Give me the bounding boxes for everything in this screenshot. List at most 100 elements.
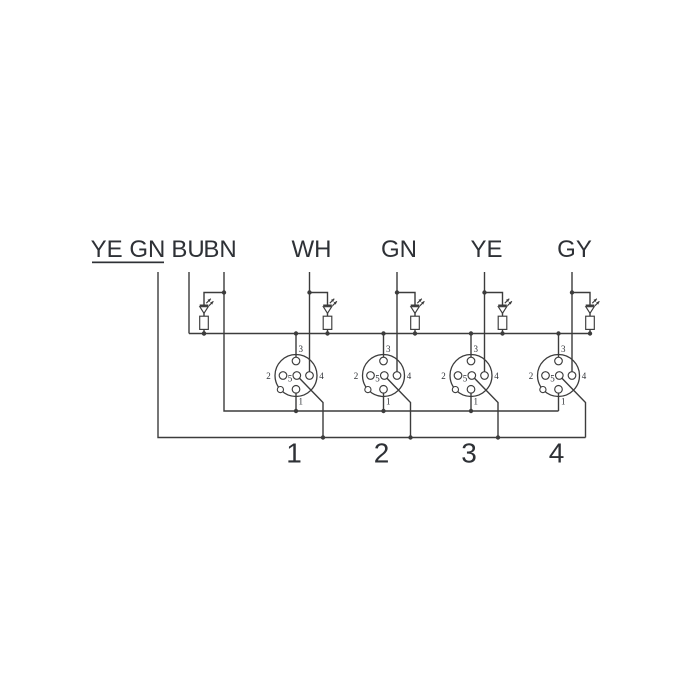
led-arrowhead — [506, 298, 510, 302]
pin-number-label: 2 — [529, 371, 534, 381]
pin-number-label: 4 — [407, 371, 412, 381]
pin-contact-p2 — [278, 371, 288, 380]
connector-keying-notch — [451, 385, 460, 394]
pin-number-label: 3 — [299, 344, 304, 354]
pin-number-label: 1 — [561, 397, 566, 407]
pin-contact-p2 — [366, 371, 375, 380]
junction-dot — [293, 331, 299, 336]
junction-dot — [412, 331, 418, 336]
junction-dot — [556, 331, 561, 336]
pin-contact-p4 — [305, 371, 314, 380]
pin-contact-p3 — [291, 356, 301, 366]
port-number: 4 — [549, 438, 565, 469]
pin-contact-p2 — [453, 371, 463, 380]
led-diode-icon — [322, 306, 333, 315]
wire-color-label: YE — [470, 236, 502, 263]
junction-dot — [587, 331, 593, 336]
wires — [157, 272, 591, 439]
junction-dot — [468, 331, 474, 336]
wire-pin5-pe-port1 — [296, 375, 324, 438]
pin-number-label: 3 — [561, 344, 566, 354]
m12-connector-port-3: 3 1 2 4 5 — [441, 344, 499, 407]
pin-contact-p3 — [554, 356, 563, 366]
junctions — [201, 290, 593, 440]
pin-number-label: 5 — [463, 374, 468, 384]
wire-color-label: WH — [292, 236, 332, 263]
junction-dot — [320, 435, 326, 440]
connector-keying-notch — [539, 385, 547, 394]
wire-yegn-pe — [157, 272, 586, 439]
pin-number-label: 5 — [550, 374, 555, 384]
pin-contact-p5 — [554, 371, 564, 380]
port-number: 2 — [374, 438, 390, 469]
led-arrowhead — [331, 298, 335, 302]
port-number: 1 — [286, 438, 302, 469]
led-arrowhead — [210, 301, 214, 305]
pin-number-label: 4 — [494, 371, 499, 381]
wire-color-label: BU — [171, 236, 204, 263]
pin-contact-p1 — [291, 384, 301, 394]
led-arrowhead — [333, 301, 337, 305]
connector-keying-notch — [276, 385, 285, 394]
junction-dot — [201, 331, 207, 336]
pin-contact-p1 — [466, 384, 476, 394]
led-arrowhead — [418, 298, 422, 302]
wire-bn-pin1-bus — [223, 272, 559, 412]
wire-color-label: BN — [203, 236, 236, 263]
pin-contact-p4 — [392, 371, 402, 380]
pin-number-label: 5 — [375, 374, 380, 384]
junction-dot — [408, 435, 413, 440]
resistor-icon — [199, 315, 209, 330]
pin-contact-p1 — [379, 384, 388, 394]
led-arrowhead — [207, 298, 211, 302]
pin-number-label: 3 — [474, 344, 479, 354]
wire-color-label: GN — [381, 236, 417, 263]
led-arrowhead — [508, 301, 512, 305]
junction-dot — [500, 331, 505, 336]
junction-dot — [221, 290, 227, 295]
pin-number-label: 2 — [266, 371, 271, 381]
junction-dot — [482, 290, 487, 295]
junction-dot — [381, 331, 386, 336]
pin-number-label: 2 — [354, 371, 359, 381]
pin-number-label: 1 — [299, 397, 304, 407]
pin-number-label: 1 — [474, 397, 479, 407]
wire-color-label: YE GN — [91, 236, 166, 263]
pin-contact-p5 — [467, 371, 477, 380]
components — [198, 298, 600, 330]
wire-pin5-pe-port4 — [558, 375, 587, 438]
led-diode-icon — [497, 306, 508, 315]
junction-dot — [495, 435, 501, 440]
resistor-icon — [497, 315, 508, 330]
junction-dot — [394, 290, 400, 295]
pin-contact-p4 — [567, 371, 577, 380]
wire-color-label: GY — [557, 236, 592, 263]
led-diode-icon — [409, 306, 421, 315]
resistor-icon — [322, 315, 333, 330]
wire-pin5-pe-port2 — [383, 375, 412, 438]
port-number-row: 1 2 3 4 — [286, 438, 564, 469]
led-arrowhead — [596, 301, 600, 305]
pin-number-label: 4 — [582, 371, 587, 381]
resistor-icon — [410, 315, 420, 330]
wire-pin5-pe-port3 — [471, 375, 499, 438]
port-number: 3 — [461, 438, 477, 469]
led-diode-icon — [584, 306, 596, 315]
label-underline — [92, 261, 164, 264]
pin-contact-p5 — [379, 371, 389, 380]
pin-contact-p3 — [379, 356, 388, 366]
junction-dot — [468, 408, 474, 414]
junction-dot — [569, 290, 575, 295]
led-arrowhead — [421, 301, 425, 305]
pin-number-label: 1 — [386, 397, 391, 407]
connector-keying-notch — [364, 385, 372, 394]
junction-dot — [325, 331, 330, 336]
pin-number-label: 5 — [288, 374, 293, 384]
led-diode-icon — [198, 306, 210, 315]
pin-number-label: 2 — [441, 371, 446, 381]
